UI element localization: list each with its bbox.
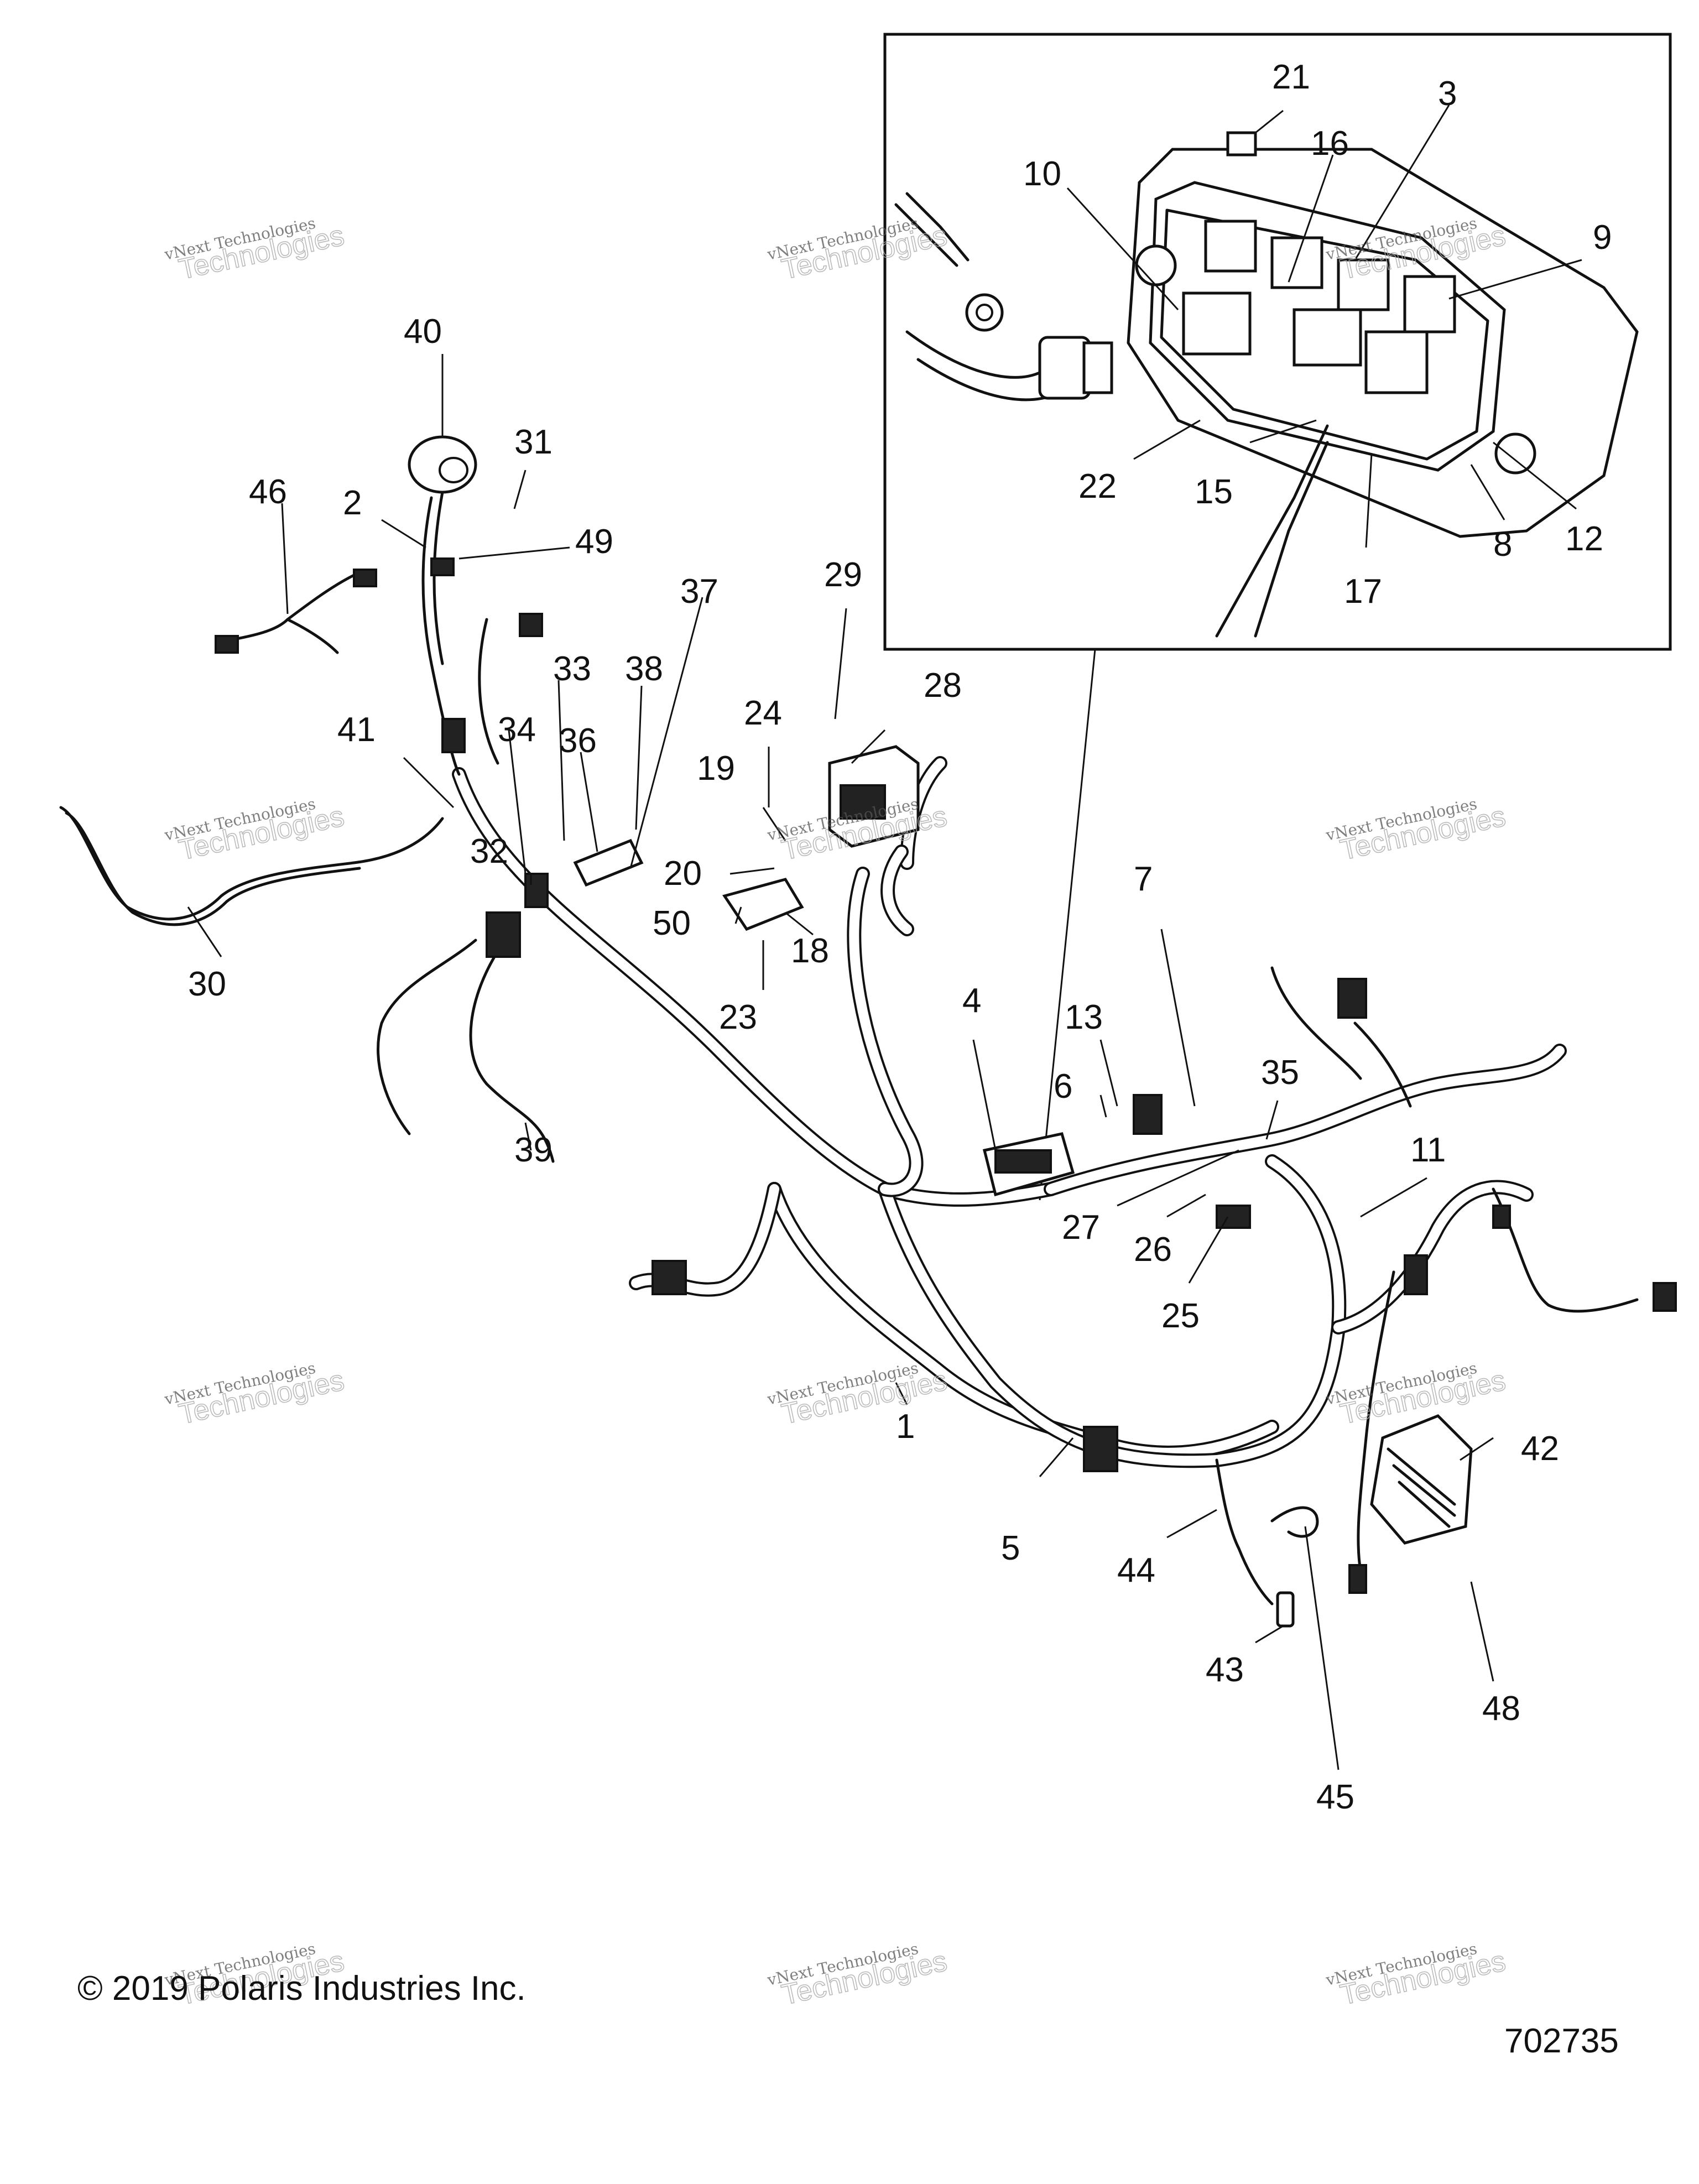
component-regulator-42: [1370, 1414, 1473, 1545]
component-bracket-36: [573, 838, 644, 887]
callout-7: 7: [1134, 860, 1153, 898]
callout-25: 25: [1161, 1297, 1200, 1335]
watermark-group: vNext Technologies Technologies vNext Te…: [163, 214, 1509, 2012]
fuse-box-detail: [1127, 131, 1639, 638]
callout-20: 20: [664, 854, 702, 893]
component-sensor-43: [1276, 1591, 1295, 1628]
callout-30: 30: [188, 965, 226, 1003]
callout-32: 32: [470, 832, 508, 871]
watermark: vNext Technologies Technologies: [1324, 1940, 1509, 2012]
watermark: vNext Technologies Technologies: [163, 214, 347, 286]
callout-17: 17: [1344, 572, 1382, 611]
callout-43: 43: [1206, 1651, 1244, 1689]
callout-11: 11: [1410, 1131, 1446, 1169]
callout-19: 19: [697, 749, 735, 788]
callout-1: 1: [896, 1408, 915, 1446]
component-fuse-box-4: [982, 1132, 1075, 1197]
callout-36: 36: [559, 722, 597, 760]
leader-lines: [187, 105, 1582, 1770]
inset-frame: [883, 33, 1672, 651]
watermark: vNext Technologies Technologies: [765, 214, 950, 286]
callout-13: 13: [1065, 998, 1103, 1036]
callout-10: 10: [1023, 155, 1061, 193]
component-connectors: [215, 557, 1677, 1594]
callout-22: 22: [1078, 467, 1117, 505]
callout-41: 41: [337, 711, 376, 749]
callout-2: 2: [343, 484, 362, 522]
callout-45: 45: [1316, 1778, 1354, 1816]
inset-leader-line: [1039, 649, 1096, 1201]
callout-21: 21: [1272, 58, 1310, 96]
callout-33: 33: [553, 650, 591, 688]
callout-labels: 1 2 3 4 5 6 7 8 9 10 11 12 13 15 16 17 1…: [188, 58, 1612, 1816]
callout-40: 40: [404, 312, 442, 351]
callout-6: 6: [1054, 1067, 1072, 1106]
callout-26: 26: [1134, 1231, 1172, 1269]
component-ecu-28: [828, 745, 920, 848]
callout-37: 37: [680, 572, 718, 611]
callout-42: 42: [1521, 1430, 1559, 1468]
battery-cable-ring-terminal: [894, 192, 1113, 402]
callout-16: 16: [1311, 124, 1349, 163]
callout-23: 23: [719, 998, 757, 1036]
component-horn-40: [408, 435, 477, 494]
copyright-notice: © 2019 Polaris Industries Inc.: [77, 1969, 526, 2008]
callout-48: 48: [1482, 1690, 1520, 1728]
callout-31: 31: [514, 423, 553, 461]
callout-18: 18: [791, 932, 829, 970]
callout-27: 27: [1062, 1208, 1100, 1247]
callout-12: 12: [1565, 520, 1603, 558]
callout-8: 8: [1493, 525, 1512, 564]
callout-39: 39: [514, 1131, 553, 1169]
callout-3: 3: [1438, 75, 1457, 113]
drawing-number: 702735: [1504, 2022, 1619, 2060]
callout-46: 46: [249, 473, 287, 511]
callout-34: 34: [498, 711, 536, 749]
watermark: vNext Technologies Technologies: [1324, 795, 1509, 867]
callout-49: 49: [575, 523, 613, 561]
callout-24: 24: [744, 694, 782, 732]
watermark: vNext Technologies Technologies: [163, 1359, 347, 1431]
callout-4: 4: [962, 982, 981, 1020]
callout-15: 15: [1195, 473, 1233, 511]
callout-29: 29: [824, 556, 862, 594]
watermark: vNext Technologies Technologies: [163, 795, 347, 867]
watermark: vNext Technologies Technologies: [1324, 1359, 1509, 1431]
callout-28: 28: [924, 666, 962, 705]
callout-38: 38: [625, 650, 663, 688]
component-relay-18: [722, 878, 804, 931]
callout-35: 35: [1261, 1054, 1299, 1092]
watermark: vNext Technologies Technologies: [765, 1940, 950, 2012]
callout-9: 9: [1593, 218, 1612, 257]
callout-44: 44: [1117, 1551, 1155, 1589]
callout-5: 5: [1001, 1529, 1020, 1567]
callout-50: 50: [653, 904, 691, 942]
